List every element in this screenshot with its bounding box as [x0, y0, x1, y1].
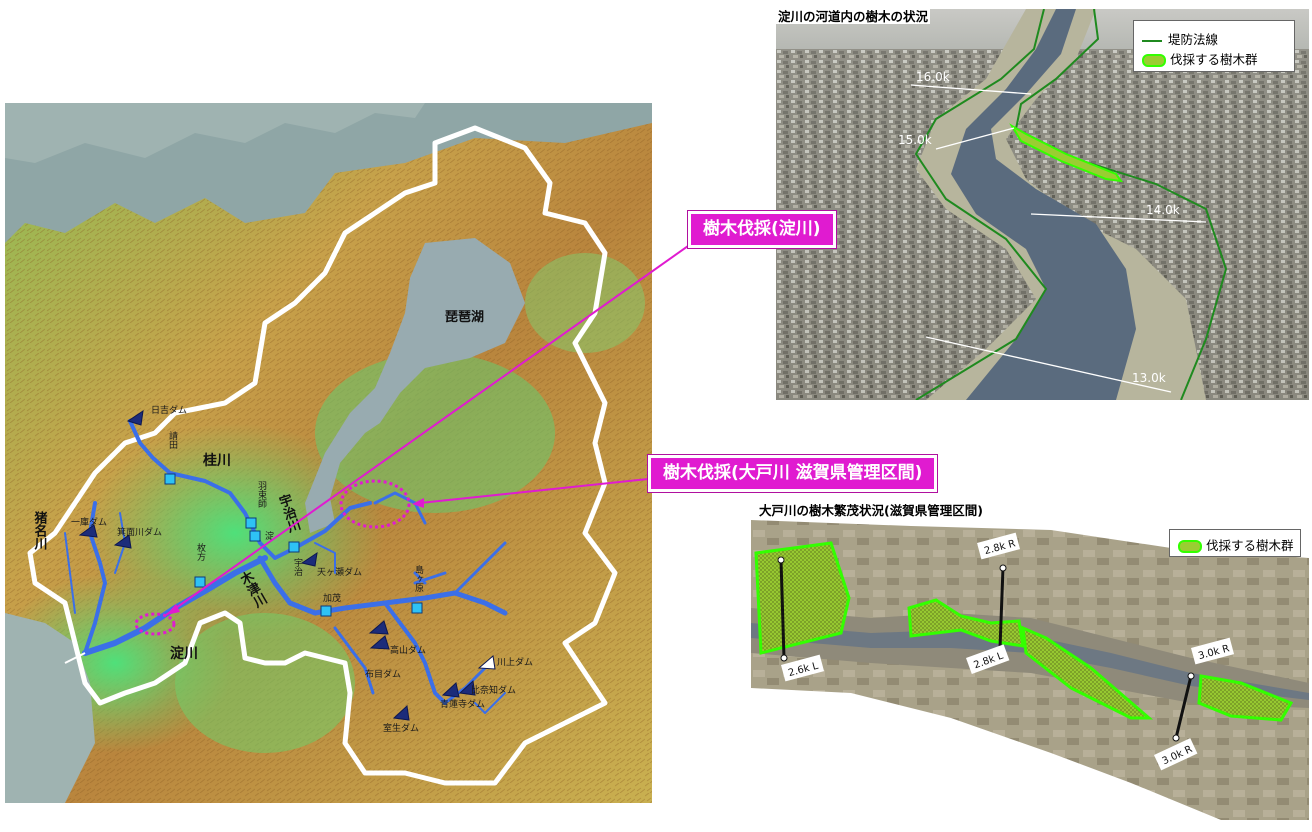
oto-aerial-photo: 2.8k R 2.6k L 2.8k L 3.0k R 3.0k R: [751, 520, 1309, 820]
station-yodo: [249, 530, 261, 542]
place-shorenji: 青蓮寺ダム: [440, 698, 485, 710]
place-minoo: 箕面川ダム: [117, 526, 162, 538]
dam-hiyoshi: [126, 409, 144, 426]
river-label-katsura: 桂川: [202, 452, 231, 469]
oto-photo-legend: 伐採する樹木群: [1169, 529, 1301, 557]
river-label-yodo: 淀川: [170, 645, 198, 662]
oto-river-water: [751, 623, 1309, 700]
basin-boundary: [27, 125, 618, 786]
levee-legend-swatch: [1142, 39, 1162, 42]
tree-patch-4: [1197, 674, 1294, 722]
place-nunome: 布目ダム: [365, 668, 401, 680]
station-shimagahara: [411, 602, 423, 614]
trees-legend-label: 伐採する樹木群: [1170, 52, 1258, 67]
dam-ichiko: [78, 524, 98, 538]
place-hatomi: 羽束師: [256, 481, 267, 509]
lake-label: 琵琶湖: [445, 309, 484, 325]
levee-legend-label: 堤防法線: [1168, 32, 1219, 47]
km-14: 14.0k: [1146, 203, 1180, 217]
place-amagase: 天ヶ瀬ダム: [317, 566, 362, 578]
oto-target-circle: [339, 479, 411, 529]
place-hirakata: 枚方: [195, 542, 206, 562]
place-hinachi: 比奈知ダム: [471, 684, 516, 696]
station-noda: [164, 473, 176, 485]
station-uji: [288, 541, 300, 553]
river-label-inagawa: 猪名川: [32, 510, 49, 550]
levee-left: [914, 9, 1048, 400]
place-uji: 宇治: [292, 557, 303, 577]
place-kamo: 加茂: [323, 592, 341, 604]
station-hirakata: [194, 576, 206, 588]
trees-legend-swatch: [1142, 54, 1166, 67]
dam-shorenji: [441, 682, 460, 698]
oto-connector: [419, 478, 649, 504]
river-katsura: [128, 419, 372, 560]
km-16: 16.0k: [916, 70, 950, 84]
tree-patch-2: [907, 598, 1025, 648]
place-ichiko: 一庫ダム: [71, 516, 107, 528]
river-water: [951, 9, 1136, 400]
dam-nunome: [368, 620, 389, 635]
dam-kawakami: [477, 655, 496, 670]
tree-patch-1: [754, 541, 851, 655]
callout-yodo-tree-felling: 樹木伐採(淀川): [688, 211, 836, 248]
tree-patch-3: [1021, 625, 1154, 720]
yodo-target-circle: [134, 612, 176, 636]
dam-amagase: [300, 551, 318, 567]
station-hatomi: [245, 517, 257, 529]
trees-legend-swatch-2: [1178, 540, 1202, 553]
trees-legend-label-2: 伐採する樹木群: [1206, 538, 1294, 553]
dam-minoo: [113, 534, 132, 549]
station-kamo: [320, 605, 332, 617]
km-15: 15.0k: [898, 133, 932, 147]
terrain-map: 琵琶湖 桂川 淀川 日吉ダム 天ヶ瀬ダム 高山ダム 布目ダム 川上ダム 比奈知ダ…: [5, 103, 652, 803]
river-kizu: [257, 555, 508, 616]
dam-hinachi: [458, 679, 476, 696]
dam-muro: [392, 704, 410, 721]
oto-photo-title: 大戸川の樹木繁茂状況(滋賀県管理区間): [759, 503, 983, 518]
yodo-photo-title: 淀川の河道内の樹木の状況: [776, 9, 931, 24]
place-kawakami: 川上ダム: [497, 656, 533, 668]
callout-oto-tree-felling: 樹木伐採(大戸川 滋賀県管理区間): [648, 455, 938, 492]
yodo-photo-legend: 堤防法線 伐採する樹木群: [1133, 20, 1295, 72]
place-takayama: 高山ダム: [390, 644, 426, 656]
yodo-aerial-photo: 16.0k 15.0k 14.0k 13.0k: [776, 9, 1309, 400]
place-yodo-small: 淀: [263, 530, 274, 541]
place-noda: 請田: [167, 430, 178, 450]
dam-takayama: [369, 635, 390, 650]
tree-group: [1009, 123, 1124, 183]
place-muro: 室生ダム: [383, 722, 419, 734]
km-13: 13.0k: [1132, 371, 1166, 385]
yodo-connector: [165, 233, 706, 616]
place-shimagahara: 島ヶ原: [413, 564, 424, 592]
place-hiyoshi: 日吉ダム: [151, 404, 187, 416]
